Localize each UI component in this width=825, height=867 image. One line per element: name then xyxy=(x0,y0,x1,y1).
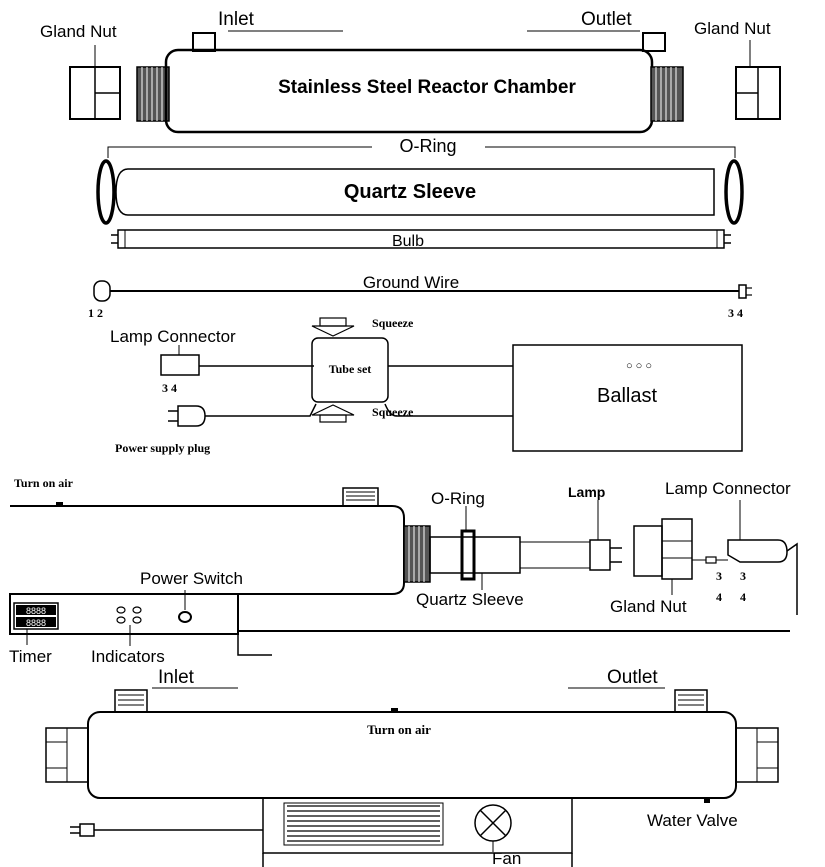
o-ring-left xyxy=(96,159,116,225)
chamber-label: Stainless Steel Reactor Chamber xyxy=(278,77,576,98)
pin4-b: 4 xyxy=(740,590,746,604)
pins-left: 1 2 xyxy=(88,306,103,320)
tube-set-label: Tube set xyxy=(329,362,372,376)
squeeze-arrow-bottom xyxy=(311,404,355,423)
control-box xyxy=(9,593,239,635)
indicator-lights xyxy=(116,606,142,624)
o-ring-right xyxy=(724,159,744,225)
bottom-assembly: Inlet Outlet Turn on air xyxy=(45,667,779,867)
gland-nut-left-shape xyxy=(69,45,121,120)
air-vent-bottom xyxy=(391,708,398,713)
squeeze-arrow-top xyxy=(311,317,355,337)
bottom-end-cap-left xyxy=(45,727,89,783)
quartz-sleeve-top xyxy=(115,168,715,216)
timer-digits-2: 8888 xyxy=(26,618,46,628)
ballast-label: Ballast xyxy=(597,385,657,407)
bottom-end-cap-right xyxy=(735,727,779,783)
o-ring-label-middle: O-Ring xyxy=(431,489,485,508)
gland-nut-right-shape xyxy=(735,40,781,120)
timer-label: Timer xyxy=(9,647,52,666)
ground-wire-label: Ground Wire xyxy=(363,273,459,292)
power-switch-label: Power Switch xyxy=(140,569,243,588)
pin3-b: 3 xyxy=(740,569,746,583)
middle-thread xyxy=(403,525,431,583)
ground-wire-shape xyxy=(93,280,752,302)
middle-gland-nut xyxy=(633,518,693,595)
lamp-connector-box xyxy=(160,354,200,376)
bulb-label: Bulb xyxy=(392,233,424,250)
fan-label: Fan xyxy=(492,849,521,867)
pin4-a: 4 xyxy=(716,590,722,604)
top-assembly: Gland Nut Stainless Steel Reactor Chambe… xyxy=(40,9,781,320)
middle-o-ring xyxy=(460,529,476,581)
wiring-assembly: Lamp Connector 3 4 Squeeze Squeeze Tube … xyxy=(110,316,743,455)
water-valve-shape xyxy=(704,797,710,803)
quartz-sleeve-label-middle: Quartz Sleeve xyxy=(416,590,524,609)
squeeze-top-label: Squeeze xyxy=(372,316,414,330)
base-unit xyxy=(262,797,573,867)
bottom-outlet-port xyxy=(674,689,708,713)
thread-left xyxy=(136,66,170,122)
water-valve-label: Water Valve xyxy=(647,811,738,830)
gland-nut-label-middle: Gland Nut xyxy=(610,597,687,616)
pins-right: 3 4 xyxy=(728,306,743,320)
middle-port xyxy=(342,487,379,507)
middle-assembly: Turn on air xyxy=(9,476,798,666)
turn-on-air-bottom: Turn on air xyxy=(367,722,431,737)
outlet-port xyxy=(642,32,666,52)
middle-lamp xyxy=(519,541,591,569)
pin3-a: 3 xyxy=(716,569,722,583)
timer-digits-1: 8888 xyxy=(26,606,46,616)
ballast-box xyxy=(512,344,743,452)
inlet-label-top: Inlet xyxy=(218,9,255,30)
indicators-label: Indicators xyxy=(91,647,165,666)
inlet-port xyxy=(192,32,216,52)
outlet-label-top: Outlet xyxy=(581,9,632,30)
tube-set-box xyxy=(311,337,389,403)
air-vent-middle xyxy=(56,502,63,507)
power-plug-shape xyxy=(168,405,206,427)
bottom-power-cord xyxy=(70,823,263,837)
turn-on-air-middle: Turn on air xyxy=(14,476,74,490)
gland-nut-right-label: Gland Nut xyxy=(694,19,771,38)
lamp-connector-pins: 3 4 xyxy=(162,381,177,395)
lamp-label: Lamp xyxy=(568,484,605,500)
timer-display: 8888 8888 xyxy=(13,602,59,630)
outlet-label-bottom: Outlet xyxy=(607,667,658,688)
middle-lamp-connector xyxy=(727,500,798,615)
lamp-connector-label: Lamp Connector xyxy=(110,327,236,346)
power-switch-button[interactable] xyxy=(178,611,192,623)
bulb-shape xyxy=(111,229,731,249)
bottom-inlet-port xyxy=(114,689,148,713)
quartz-sleeve-label-top: Quartz Sleeve xyxy=(344,181,476,203)
inlet-label-bottom: Inlet xyxy=(158,667,195,688)
squeeze-bottom-label: Squeeze xyxy=(372,405,414,419)
lamp-connector-label-middle: Lamp Connector xyxy=(665,479,791,498)
thread-right xyxy=(650,66,684,122)
o-ring-label-top: O-Ring xyxy=(399,136,456,156)
fan-icon xyxy=(474,804,512,842)
ballast-dots: ○ ○ ○ xyxy=(626,360,652,372)
gland-nut-left-label: Gland Nut xyxy=(40,22,117,41)
power-plug-label: Power supply plug xyxy=(115,441,210,455)
